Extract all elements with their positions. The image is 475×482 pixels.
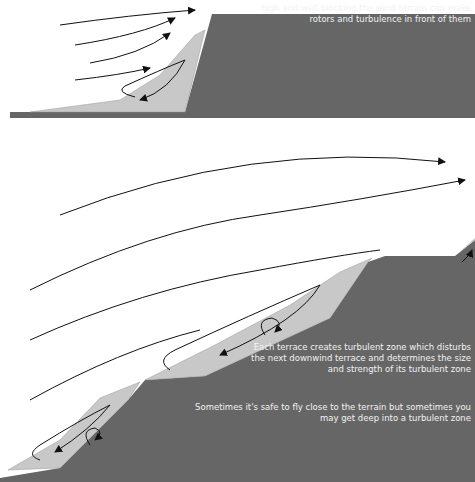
rotor-zone (455, 238, 475, 256)
terrain-note: Sometimes it's safe to fly close to the … (191, 402, 471, 424)
rotor-zone (30, 30, 205, 112)
wind-streamlines (30, 157, 472, 460)
terraced-terrain (0, 240, 475, 482)
terrain-note: high and well blocking the wind terrain … (261, 3, 471, 25)
wind-streamlines (60, 10, 195, 100)
cliff-terrain (10, 14, 475, 118)
rotor-zone (8, 382, 140, 470)
terrain-note: Each terrace creates turbulent zone whic… (246, 342, 471, 375)
